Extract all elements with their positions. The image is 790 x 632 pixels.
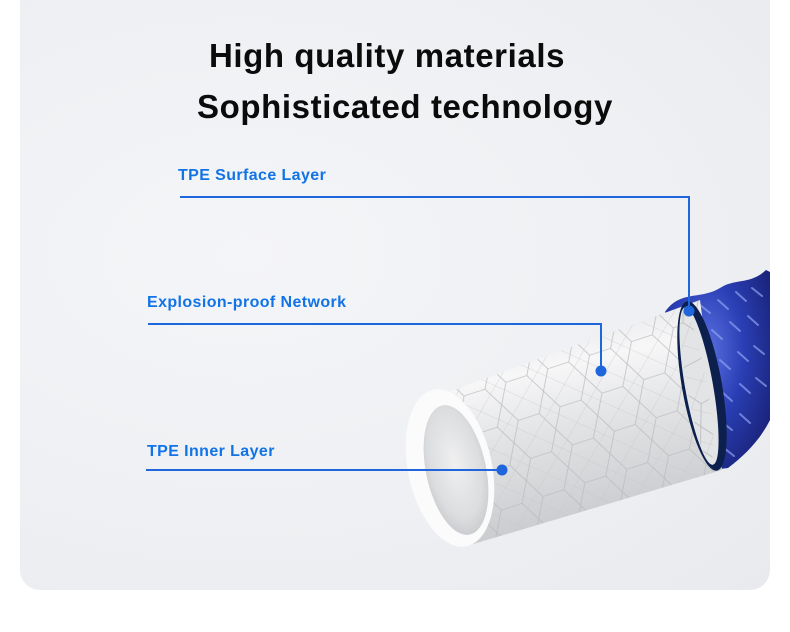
callout-label-inner-layer: TPE Inner Layer — [147, 443, 275, 460]
inner-layer-marker-dot — [496, 464, 508, 476]
explosion-network-leader-line — [148, 323, 602, 371]
callout-lines — [146, 196, 690, 471]
surface-layer-marker-dot — [683, 305, 695, 317]
surface-layer-leader-line — [180, 196, 690, 311]
callout-label-surface-layer: TPE Surface Layer — [178, 167, 327, 184]
callout-label-explosion-network: Explosion-proof Network — [147, 294, 347, 311]
headline-line-1: High quality materials — [208, 37, 566, 74]
explosion-network-marker-dot — [595, 365, 607, 377]
headline-line-2: Sophisticated technology — [197, 88, 613, 125]
